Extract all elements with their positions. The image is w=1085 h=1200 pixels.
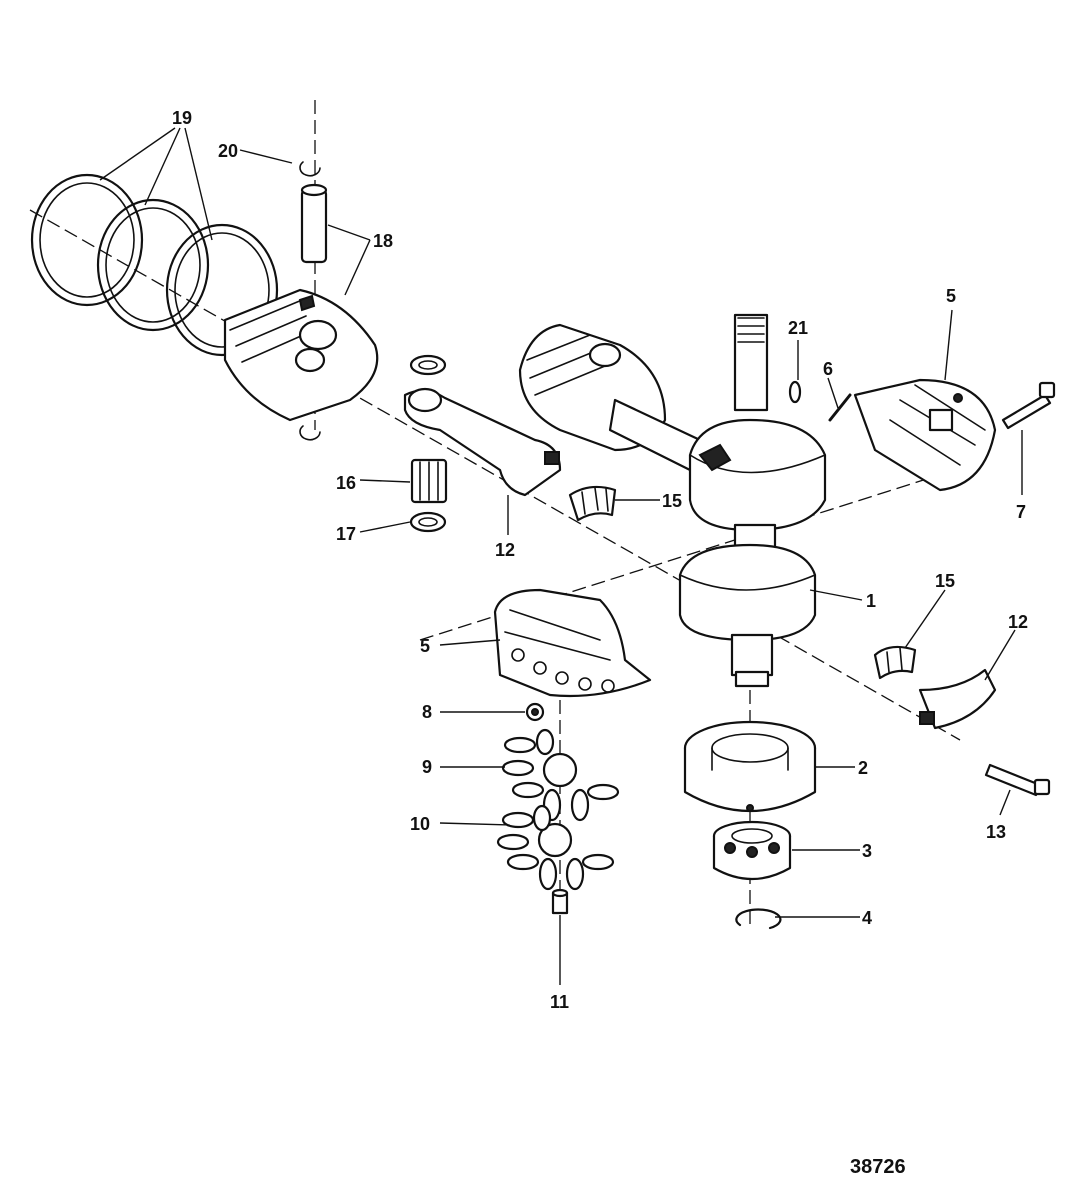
assembly-centerlines: [29, 100, 961, 930]
callout-7: 7: [1016, 502, 1026, 522]
piston-right: [518, 323, 702, 472]
seal-ring: [683, 720, 817, 813]
callout-19: 19: [172, 108, 192, 128]
callout-11: 11: [550, 992, 569, 1012]
callout-labels: 19 20 18 16 17 12 15 21 6 5 7 1 15 12 5 …: [172, 108, 1028, 1012]
piston-rings: [30, 173, 279, 357]
callout-13: 13: [986, 822, 1006, 842]
callout-5-right: 5: [946, 286, 956, 306]
leader-lines: [99, 127, 1023, 985]
rod-cap-right: [873, 645, 997, 730]
callout-3: 3: [862, 841, 872, 861]
callout-21: 21: [788, 318, 808, 338]
snap-ring: [735, 908, 782, 930]
callout-1: 1: [866, 591, 876, 611]
callout-18: 18: [373, 231, 393, 251]
crankshaft: [678, 313, 827, 688]
reed-petal-lower: [496, 804, 615, 891]
bearing-half-upper: [568, 485, 617, 522]
callout-20: 20: [218, 141, 238, 161]
small-hardware: [788, 380, 1056, 430]
reed-block-right: [853, 378, 997, 492]
callout-12-left: 12: [495, 540, 515, 560]
ball-bearing: [712, 820, 792, 881]
callout-4: 4: [862, 908, 872, 928]
piston-left: [223, 288, 379, 422]
callout-15-upper: 15: [662, 491, 682, 511]
callout-6: 6: [823, 359, 833, 379]
callout-17: 17: [336, 524, 356, 544]
connecting-rod-left: [403, 387, 562, 497]
callout-9: 9: [422, 757, 432, 777]
washers-and-bearing: [409, 354, 448, 533]
rod-bolt: [984, 763, 1051, 797]
reed-block-left: [493, 588, 652, 698]
callout-12-right: 12: [1008, 612, 1028, 632]
retaining-clips: [299, 161, 321, 441]
figure-number: 38726: [850, 1156, 906, 1178]
wrist-pin: [300, 183, 328, 264]
callout-15-right: 15: [935, 571, 955, 591]
callout-5-left: 5: [420, 636, 430, 656]
callout-16: 16: [336, 473, 356, 493]
reed-screw: [551, 888, 569, 915]
callout-10: 10: [410, 814, 430, 834]
callout-2: 2: [858, 758, 868, 778]
reed-petals: [496, 728, 620, 891]
nut: [525, 702, 545, 722]
callout-8: 8: [422, 702, 432, 722]
